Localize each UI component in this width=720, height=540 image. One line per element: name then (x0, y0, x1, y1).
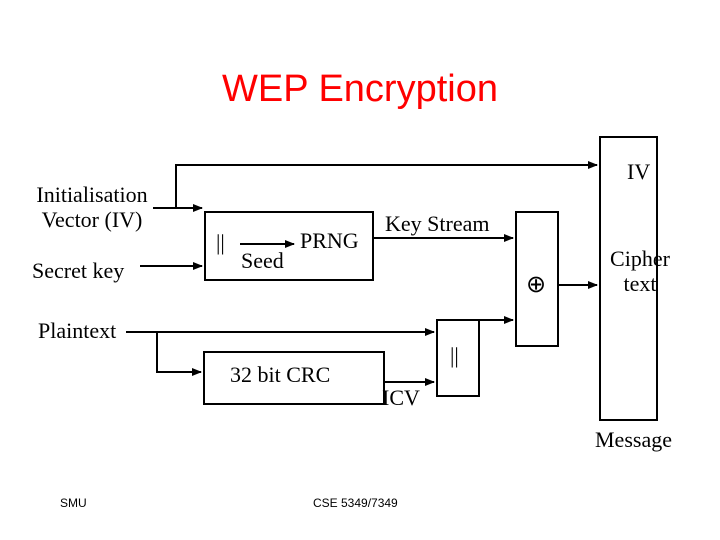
crc-block (203, 351, 385, 405)
plaintext-to-crc-arrow (156, 332, 202, 376)
seed-label: Seed (241, 248, 284, 273)
cipher-text-label: Cipher text (610, 246, 670, 296)
iv-output-label: IV (627, 159, 651, 184)
footer-left: SMU (60, 496, 87, 510)
concat-symbol-1: || (216, 230, 225, 255)
prng-label: PRNG (300, 228, 359, 253)
iv-input-label: Initialisation Vector (IV) (36, 182, 148, 232)
xor-block (515, 211, 559, 347)
secret-key-label: Secret key (32, 258, 125, 283)
icv-label: ICV (382, 385, 420, 410)
message-block (599, 136, 658, 421)
concat-symbol-2: || (450, 343, 459, 368)
message-label: Message (595, 427, 672, 452)
xor-symbol: ⊕ (526, 272, 547, 298)
concat-block-2 (436, 319, 480, 397)
concat-block-1 (204, 211, 374, 281)
key-stream-label: Key Stream (385, 211, 490, 236)
slide-title: WEP Encryption (222, 68, 498, 110)
crc-label: 32 bit CRC (230, 362, 331, 387)
footer-center: CSE 5349/7349 (313, 496, 398, 510)
plaintext-label: Plaintext (38, 318, 117, 343)
iv-arrow (153, 161, 598, 209)
